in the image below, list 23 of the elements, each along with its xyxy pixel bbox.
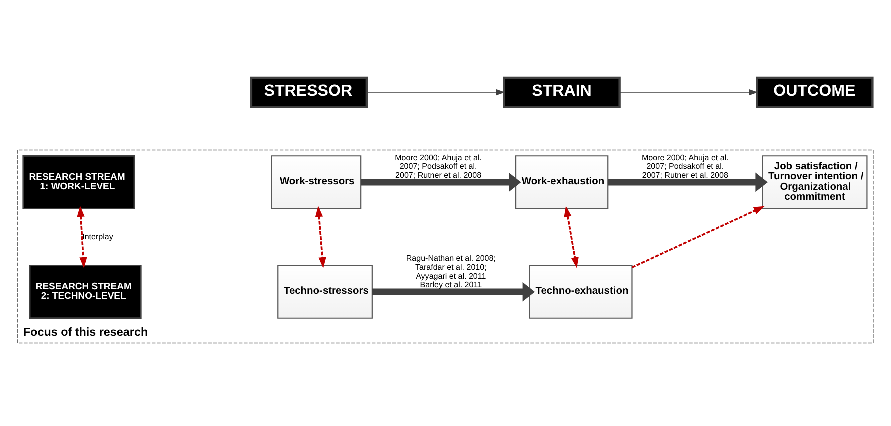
node-box: STRAIN xyxy=(503,76,621,108)
arrow xyxy=(366,88,506,96)
node-box: Techno-stressors xyxy=(278,264,373,318)
node-box: Work-exhaustion xyxy=(515,155,609,209)
arrow xyxy=(620,88,758,96)
arrow xyxy=(77,206,88,268)
arrow xyxy=(608,172,768,192)
node-box: Techno-exhaustion xyxy=(529,264,633,318)
edge-label: Moore 2000; Ahuja et al. 2007; Podsakoff et al. 2007; Rutner et al. 2008 xyxy=(642,152,729,180)
arrow xyxy=(315,206,326,268)
arrow xyxy=(361,172,522,192)
arrow xyxy=(564,206,579,268)
node-box: OUTCOME xyxy=(756,76,874,108)
edge-label: Interplay xyxy=(82,232,114,241)
edge-label: Ragu-Nathan et al. 2008; Tarafdar et al. 2010; Ayyagari et al. 2011 Barley et al. 2011 xyxy=(406,254,496,290)
node-box: Work-stressors xyxy=(271,155,362,209)
arrow xyxy=(632,206,765,268)
node-box: RESEARCH STREAM 2: TECHNO-LEVEL xyxy=(29,264,142,319)
edge-label: Moore 2000; Ahuja et al. 2007; Podsakoff et al. 2007; Rutner et al. 2008 xyxy=(395,152,482,180)
node-box: STRESSOR xyxy=(250,76,368,108)
node-box: RESEARCH STREAM 1: WORK-LEVEL xyxy=(22,154,136,209)
node-box: Job satisfaction / Turnover intention / Organizational commitment xyxy=(762,155,868,209)
arrow xyxy=(372,282,536,302)
